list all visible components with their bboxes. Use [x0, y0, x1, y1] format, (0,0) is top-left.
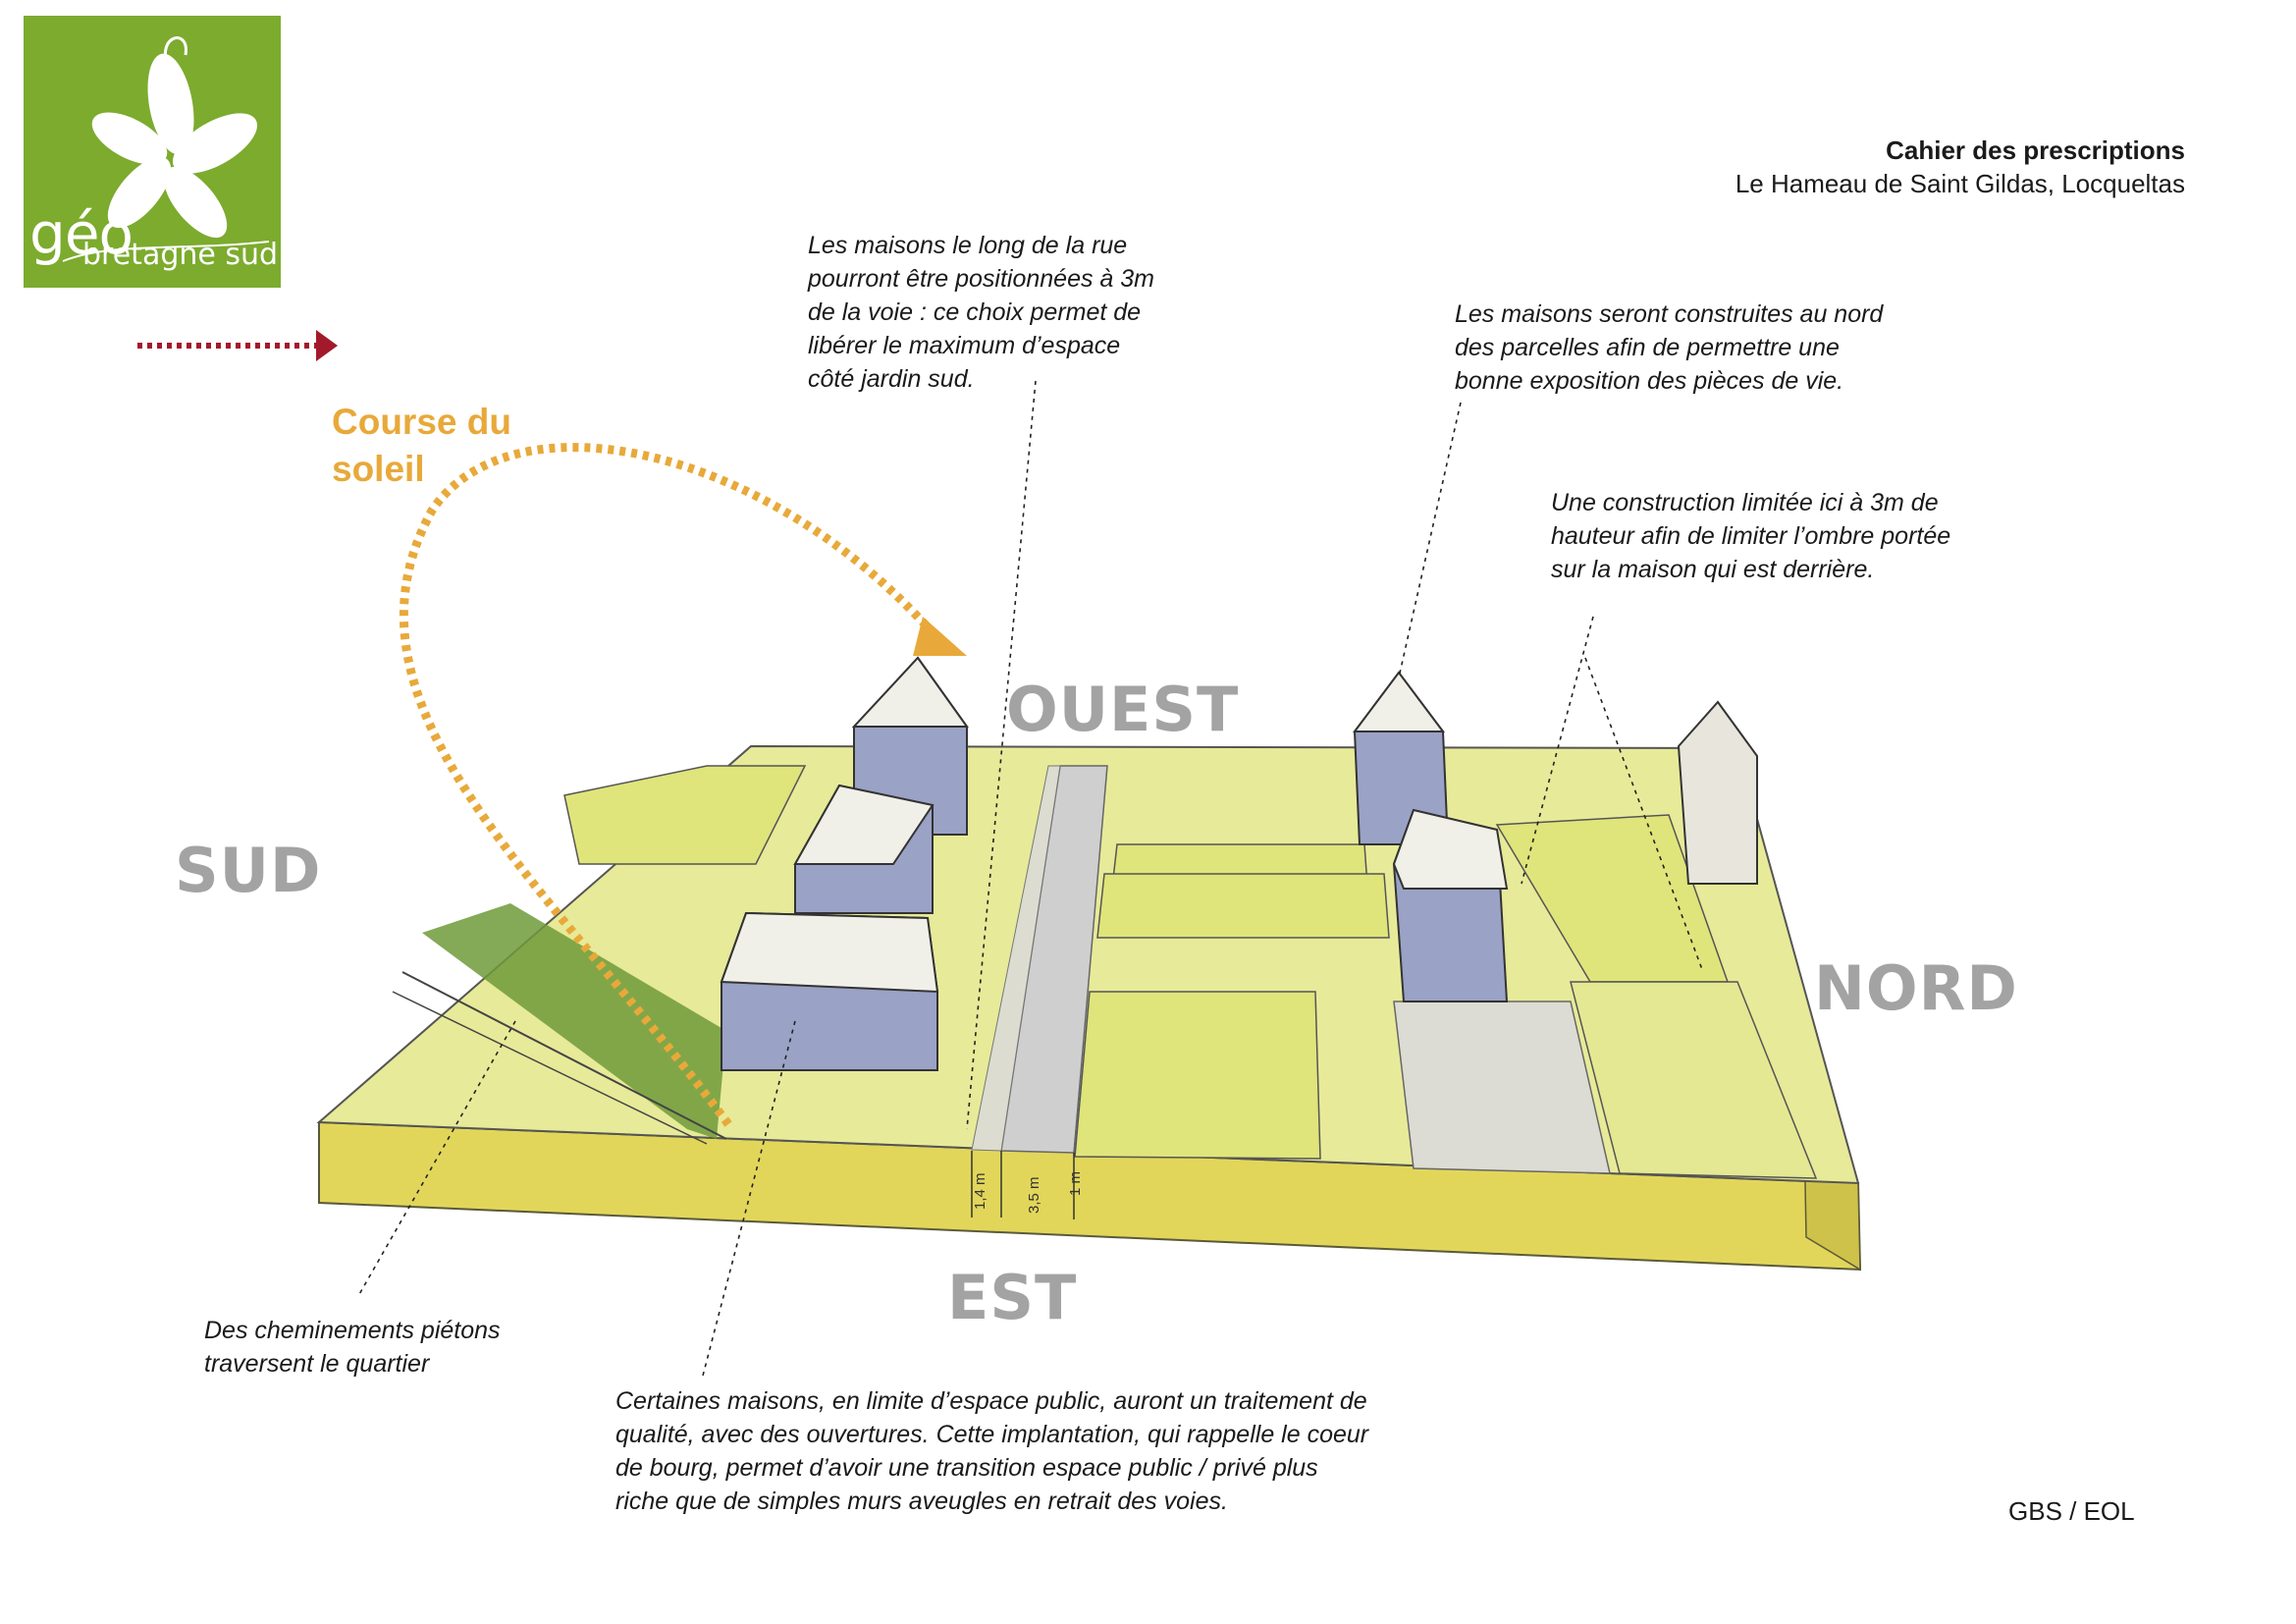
- annotation-footpaths: Des cheminements piétons traversent le q…: [204, 1317, 501, 1378]
- parcel-lawn: [563, 765, 807, 865]
- compass-west: OUEST: [1006, 674, 1240, 745]
- document-title: Cahier des prescriptions: [1886, 135, 2185, 165]
- sidewalk: [971, 765, 1061, 1152]
- hedge-row: [392, 903, 727, 1145]
- compass-east: EST: [947, 1262, 1078, 1333]
- parcel-lawn: [1570, 981, 1818, 1179]
- document-header: Cahier des prescriptions Le Hameau de Sa…: [1735, 134, 2185, 200]
- house: [793, 784, 934, 914]
- house: [720, 911, 939, 1071]
- compass-north: NORD: [1814, 952, 2018, 1024]
- logo-primary-text: géo: [29, 200, 133, 267]
- parcel-lawn: [1074, 991, 1321, 1160]
- flower-icon: [62, 36, 270, 262]
- dimension-lines: [971, 1151, 1075, 1219]
- parcel-lawn: [1096, 873, 1390, 939]
- geo-bretagne-sud-logo: géo bretagne sud: [24, 16, 281, 288]
- annotation-public-edge: Certaines maisons, en limite d’espace pu…: [615, 1387, 1369, 1515]
- measure-margin: 1 m: [1067, 1171, 1084, 1196]
- house: [1392, 808, 1509, 1002]
- logo-secondary-text: bretagne sud: [82, 238, 279, 272]
- document-subtitle: Le Hameau de Saint Gildas, Locqueltas: [1735, 169, 2185, 198]
- sun-path-arrow: [399, 443, 967, 1127]
- sun-path-label: Course du soleil: [332, 402, 511, 489]
- measure-road: 3,5 m: [1026, 1176, 1042, 1214]
- annotation-street-setback: Les maisons le long de la rue pourront ê…: [808, 232, 1154, 393]
- compass-south: SUD: [175, 835, 322, 906]
- measure-sidewalk: 1,4 m: [972, 1172, 988, 1210]
- paved-courtyard: [1393, 1001, 1611, 1174]
- direction-arrow: [137, 330, 338, 361]
- leader-lines: [357, 380, 1704, 1380]
- annotation-north-placement: Les maisons seront construites au nord d…: [1455, 300, 1884, 395]
- house: [1353, 671, 1450, 845]
- credit: GBS / EOL: [2008, 1496, 2135, 1526]
- annex-building: [1677, 700, 1758, 885]
- annotation-height-limit: Une construction limitée ici à 3m de hau…: [1551, 489, 1951, 583]
